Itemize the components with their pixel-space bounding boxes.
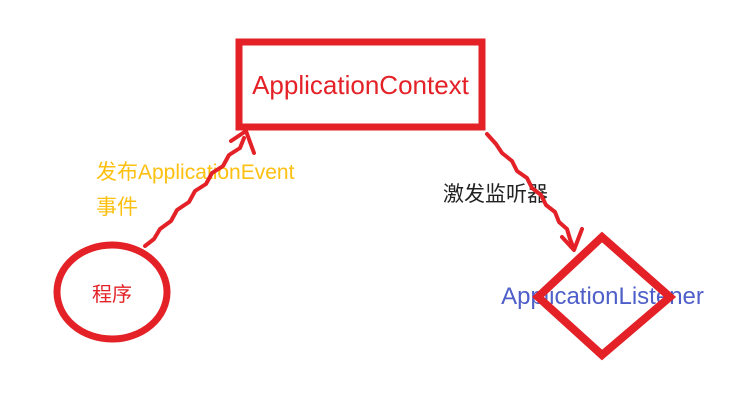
program-node-label: 程序 [92,283,132,306]
publish-event-arrowhead [229,129,256,155]
publish-event-edge-label: 发布ApplicationEvent 事件 [96,161,295,219]
trigger-listener-arrowhead [560,227,584,252]
trigger-listener-edge-label: 激发监听器 [443,183,548,206]
application-context-label: ApplicationContext [252,69,469,100]
application-listener-label: ApplicationListener [501,283,704,310]
